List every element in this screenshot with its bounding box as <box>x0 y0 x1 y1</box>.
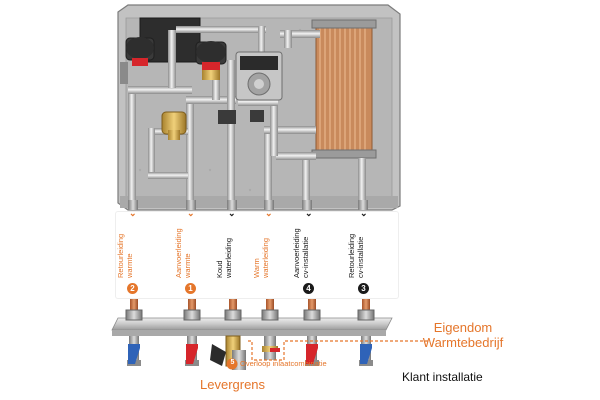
connection-line2: cv-installatie <box>300 236 310 278</box>
chevron-down-icon: ⌄ <box>305 208 313 218</box>
control-valves <box>120 37 227 84</box>
owner-label: Eigendom Warmtebedrijf <box>408 320 518 350</box>
chevron-down-icon: ⌄ <box>129 208 137 218</box>
label-warm-waterleiding: ⌄ Warm waterleiding <box>252 208 283 300</box>
connection-label-band <box>116 212 398 298</box>
client-installation-label: Klant installatie <box>402 370 483 384</box>
connection-line2: waterleiding <box>223 237 233 278</box>
ball-valve-retour-warmte <box>127 336 141 366</box>
label-retourleiding-cv: ⌄ Retourleiding cv-installatie 3 <box>347 208 378 300</box>
internal-piping <box>128 26 366 200</box>
overflow-label: Overloop inlaatcombinatie <box>240 359 327 368</box>
label-retourleiding-warmte: ⌄ Retourleiding warmte 2 <box>116 208 147 300</box>
connection-number: 2 <box>127 283 138 294</box>
chevron-down-icon: ⌄ <box>228 208 236 218</box>
owner-line2: Warmtebedrijf <box>422 335 504 350</box>
connection-line2: warmte <box>182 253 192 278</box>
chevron-down-icon: ⌄ <box>187 208 195 218</box>
mounting-rail <box>111 317 393 336</box>
connection-number: 3 <box>358 283 369 294</box>
label-aanvoerleiding-warmte: ⌄ Aanvoerleiding warmte 1 <box>174 208 205 300</box>
ball-valve-aanvoer-cv <box>305 336 319 366</box>
circulation-pump <box>235 51 283 101</box>
connection-line2: warmte <box>124 253 134 278</box>
overflow-badge <box>226 358 238 370</box>
connection-number: 4 <box>303 283 314 294</box>
copper-connection-pipes <box>130 298 370 312</box>
valve-warm-water <box>262 336 280 360</box>
housing-outlets <box>128 200 368 210</box>
label-aanvoerleiding-cv: ⌄ Aanvoerleiding cv-installatie 4 <box>292 208 323 300</box>
rail-couplings <box>125 309 375 321</box>
connection-line2: cv-installatie <box>355 236 365 278</box>
chevron-down-icon: ⌄ <box>265 208 273 218</box>
ball-valve-aanvoer-warmte <box>185 336 199 366</box>
ball-valve-retour-cv <box>359 336 373 366</box>
overflow-number: 5 <box>230 359 235 366</box>
chevron-down-icon: ⌄ <box>360 208 368 218</box>
connection-line2: waterleiding <box>260 237 270 278</box>
label-koud-waterleiding: ⌄ Koud waterleiding <box>215 208 246 300</box>
heat-exchanger <box>311 19 377 159</box>
strainer-valve <box>161 110 264 140</box>
supply-limit-label: Levergrens <box>200 377 266 392</box>
connection-number: 1 <box>185 283 196 294</box>
owner-line1: Eigendom <box>433 320 493 335</box>
